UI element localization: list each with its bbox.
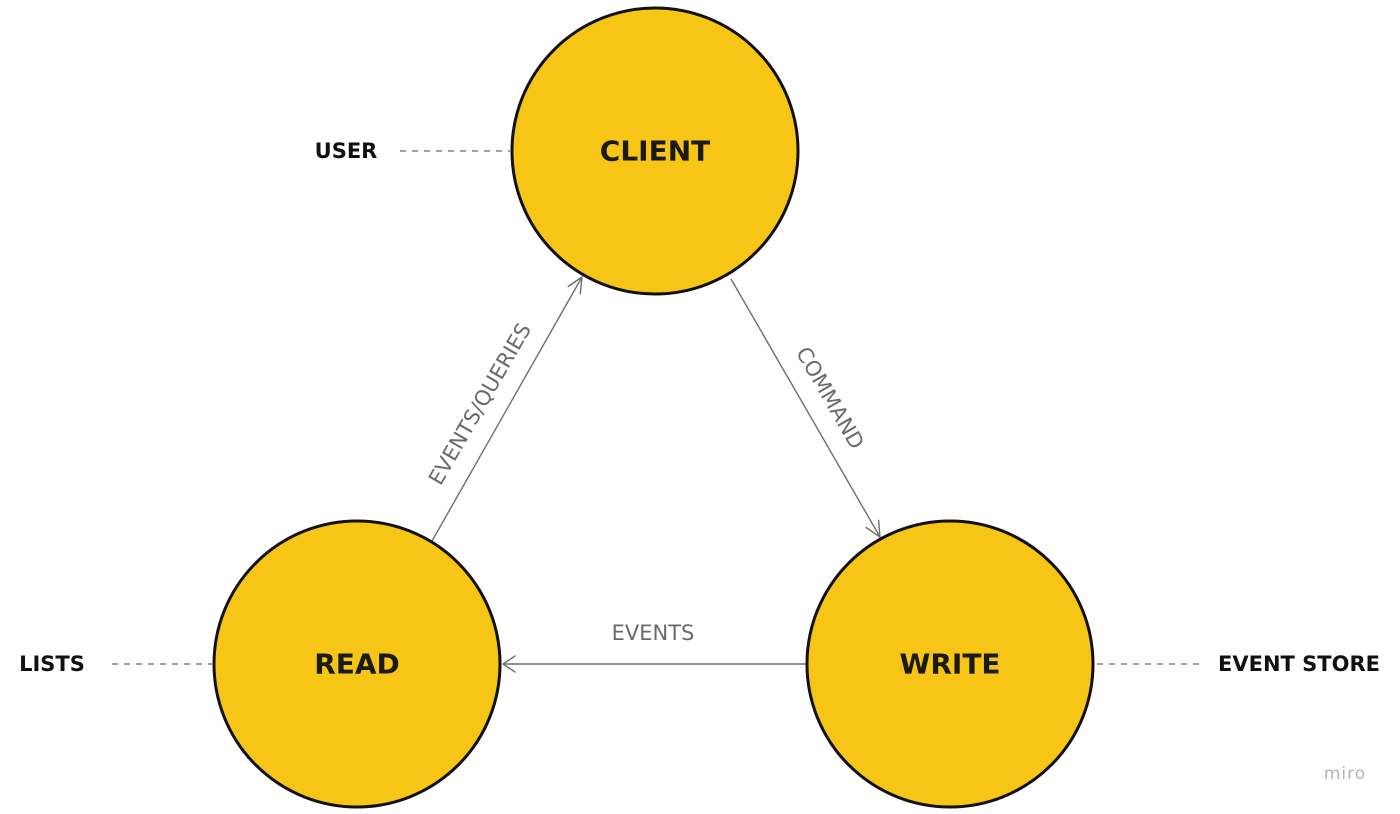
arrowhead-write	[865, 519, 881, 538]
edge-read-to-client	[431, 276, 583, 542]
node-read: READ	[212, 519, 502, 809]
side-label-event-store: EVENT STORE	[1218, 652, 1380, 676]
edge-client-to-write	[730, 278, 881, 538]
read-label: READ	[314, 648, 400, 681]
edge-write-to-read	[502, 655, 806, 673]
side-label-lists: LISTS	[19, 652, 85, 676]
edge-label-command: COMMAND	[791, 343, 869, 453]
write-circle	[805, 519, 1095, 809]
client-label: CLIENT	[600, 135, 710, 168]
side-label-user: USER	[315, 139, 378, 163]
edge-label-events-queries: EVENTS/QUERIES	[424, 319, 536, 489]
edge-label-events: EVENTS	[612, 621, 695, 645]
read-circle	[212, 519, 502, 809]
arrowhead-read	[502, 655, 516, 673]
node-write: WRITE	[805, 519, 1095, 809]
write-label: WRITE	[899, 648, 1000, 681]
miro-watermark: miro	[1324, 764, 1366, 784]
node-client: CLIENT	[510, 6, 800, 296]
client-circle	[510, 6, 800, 296]
arrowhead-client	[567, 276, 583, 295]
